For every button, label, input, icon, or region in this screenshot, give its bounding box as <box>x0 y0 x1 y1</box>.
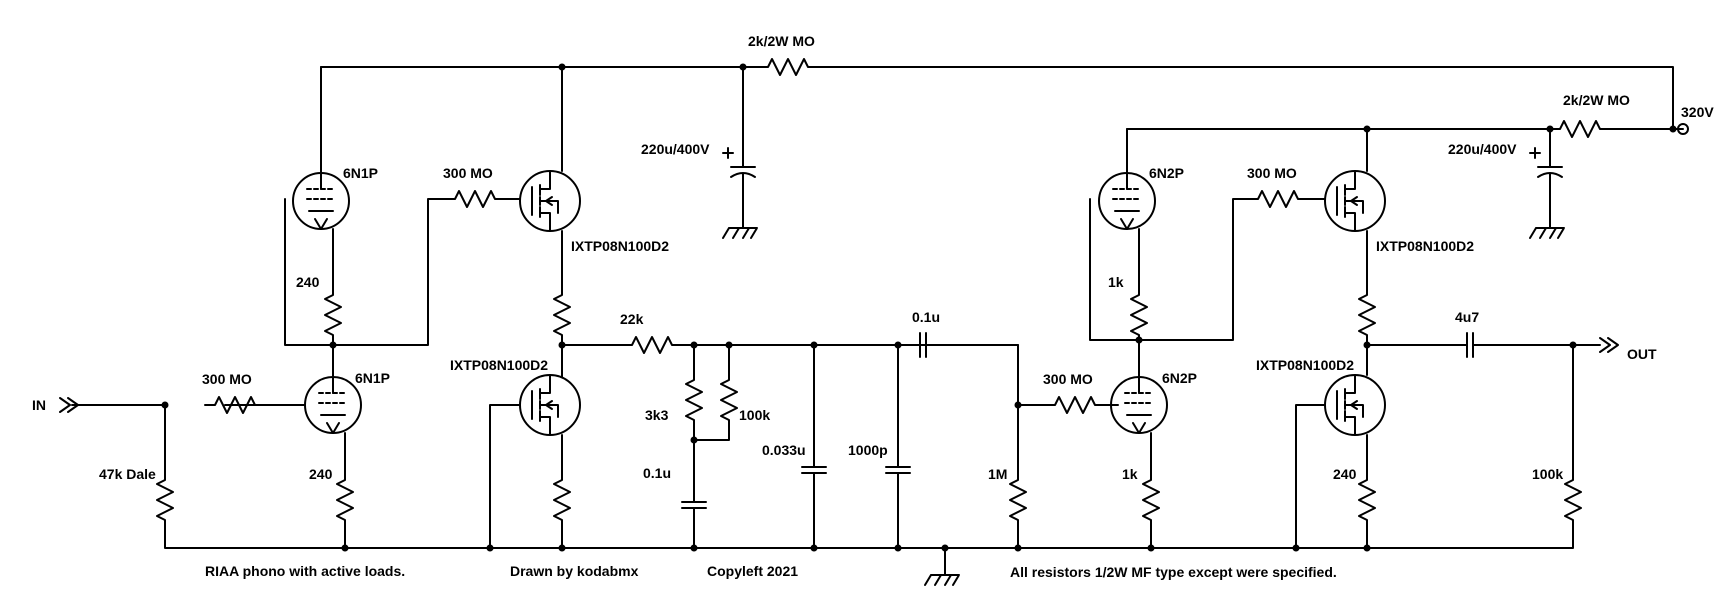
filter-cap-right <box>1529 144 1563 196</box>
mosfet-top-right <box>1324 170 1386 232</box>
resistor-v3-cathode-label: 1k <box>1108 274 1124 290</box>
right-supply-resistor <box>1549 120 1611 138</box>
resistor-v1-cathode-label: 240 <box>296 274 320 290</box>
capacitor-riaa-01 <box>681 479 707 531</box>
output-label: OUT <box>1627 346 1657 362</box>
resistor-grid-leak <box>1009 469 1027 531</box>
resistor-riaa-3k3 <box>685 369 703 431</box>
resistor-q2-source <box>553 469 571 531</box>
mosfet-top-left <box>519 170 581 232</box>
top-supply-wire <box>320 66 1684 130</box>
tube-v3-label: 6N2P <box>1149 165 1184 181</box>
resistor-v3-cathode <box>1130 284 1148 346</box>
top-supply-resistor <box>757 58 819 76</box>
tube-v4 <box>1110 376 1168 434</box>
resistor-grid-input-label: 300 MO <box>202 371 252 387</box>
tube-v3 <box>1098 172 1156 230</box>
filter-cap-left <box>722 144 756 196</box>
mosfet-top-right-label: IXTP08N100D2 <box>1376 238 1474 254</box>
mosfet-bottom-left-label: IXTP08N100D2 <box>450 357 548 373</box>
resistor-input-load-label: 47k Dale <box>99 466 156 482</box>
capacitor-riaa-1000p <box>885 444 911 496</box>
filter-cap-left-label: 220u/400V <box>641 141 710 157</box>
junction-dots <box>161 63 1677 552</box>
capacitor-riaa-0033 <box>801 444 827 496</box>
resistor-grid-stage2-label: 300 MO <box>443 165 493 181</box>
resistor-q4-source <box>1358 469 1376 531</box>
resistor-q4-source-label: 240 <box>1333 466 1357 482</box>
resistor-grid-stage3-label: 300 MO <box>1043 371 1093 387</box>
ground-left-filter <box>722 227 758 239</box>
tube-v1 <box>292 172 350 230</box>
capacitor-riaa-0033-label: 0.033u <box>762 442 806 458</box>
tube-v4-label: 6N2P <box>1162 370 1197 386</box>
tube-v2-label: 6N1P <box>355 370 390 386</box>
vplus-label: 320V <box>1681 104 1714 120</box>
mosfet-top-left-label: IXTP08N100D2 <box>571 238 669 254</box>
right-supply-resistor-label: 2k/2W MO <box>1563 92 1630 108</box>
resistor-output-load <box>1564 469 1582 531</box>
resistor-spec-note: All resistors 1/2W MF type except were s… <box>1010 564 1337 580</box>
input-terminal <box>59 397 79 413</box>
filter-cap-right-label: 220u/400V <box>1448 141 1517 157</box>
capacitor-output <box>1444 332 1496 358</box>
resistor-riaa-3k3-label: 3k3 <box>645 407 669 423</box>
mosfet-bottom-right <box>1324 374 1386 436</box>
ground-main <box>924 574 960 586</box>
capacitor-riaa-1000p-label: 1000p <box>848 442 888 458</box>
author-note: Drawn by kodabmx <box>510 563 639 579</box>
output-terminal <box>1572 337 1619 353</box>
tube-v2 <box>304 376 362 434</box>
resistor-v2-cathode-label: 240 <box>309 466 333 482</box>
capacitor-riaa-01-label: 0.1u <box>643 465 671 481</box>
resistor-grid-stage2 <box>444 190 506 208</box>
resistor-v4-cathode-label: 1k <box>1122 466 1138 482</box>
resistor-output-load-label: 100k <box>1532 466 1563 482</box>
ground-right-filter <box>1529 227 1565 239</box>
capacitor-coupling-label: 0.1u <box>912 309 940 325</box>
resistor-v4-cathode <box>1142 469 1160 531</box>
mosfet-bottom-right-label: IXTP08N100D2 <box>1256 357 1354 373</box>
copyleft-note: Copyleft 2021 <box>707 563 798 579</box>
ground-bus <box>164 494 1574 576</box>
resistor-input-load <box>156 469 174 531</box>
resistor-grid-stage2b <box>1247 190 1309 208</box>
resistor-grid-stage3 <box>1044 396 1106 414</box>
top-supply-resistor-label: 2k/2W MO <box>748 33 815 49</box>
resistor-riaa-series <box>621 336 683 354</box>
resistor-q1-source <box>553 284 571 346</box>
input-label: IN <box>32 397 46 413</box>
capacitor-output-label: 4u7 <box>1455 309 1479 325</box>
resistor-riaa-100k-label: 100k <box>739 407 770 423</box>
resistor-grid-stage2b-label: 300 MO <box>1247 165 1297 181</box>
resistor-riaa-100k <box>720 369 738 431</box>
title-note: RIAA phono with active loads. <box>205 563 405 579</box>
mosfet-bottom-left <box>519 374 581 436</box>
resistor-grid-leak-label: 1M <box>988 466 1007 482</box>
vplus-terminal <box>1677 123 1689 135</box>
resistor-q3-source <box>1358 284 1376 346</box>
resistor-v2-cathode <box>336 469 354 531</box>
resistor-v1-cathode <box>324 284 342 346</box>
resistor-riaa-series-label: 22k <box>620 311 644 327</box>
tube-v1-label: 6N1P <box>343 165 378 181</box>
